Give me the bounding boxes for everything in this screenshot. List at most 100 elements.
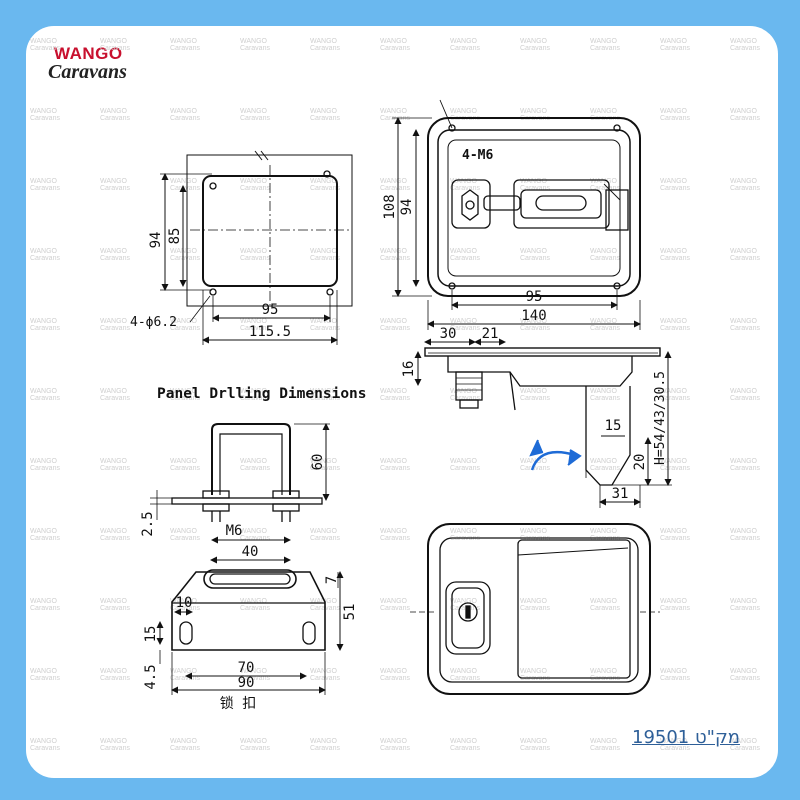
catch-dim-40: 40 (242, 544, 259, 560)
catch-dim-7: 7 (324, 576, 340, 584)
front-dim-140: 140 (521, 308, 546, 324)
side-dim-h: H=54/43/30.5 (653, 371, 668, 465)
panel-dim-94: 94 (148, 232, 164, 249)
front-callout-4-m6: 4-M6 (462, 148, 493, 163)
bracket-drawing (150, 423, 330, 544)
sku-link[interactable]: מק"ט 19501 (632, 727, 740, 748)
side-view-drawing (414, 338, 672, 508)
panel-dim-115-5: 115.5 (249, 324, 291, 340)
bracket-dim-2-5: 2.5 (140, 511, 156, 536)
front-dim-108: 108 (382, 194, 398, 219)
catch-plate-label: 锁 扣 (220, 696, 256, 712)
bracket-dim-60: 60 (310, 454, 326, 471)
side-dim-16: 16 (401, 361, 417, 378)
side-dim-30: 30 (440, 326, 457, 342)
panel-drilling-drawing (160, 150, 353, 345)
product-card (26, 26, 778, 778)
panel-dim-95: 95 (262, 302, 279, 318)
bracket-dim-m6: M6 (226, 523, 243, 539)
catch-dim-10: 10 (176, 595, 193, 611)
front-view-drawing (392, 99, 641, 330)
catch-plate-drawing (156, 556, 344, 695)
isometric-view-drawing (410, 523, 660, 695)
panel-drilling-heading: Panel Drlling Dimensions (157, 386, 367, 402)
brand-logo: WANGO Caravans (48, 44, 127, 83)
catch-dim-90: 90 (238, 675, 255, 691)
panel-dim-85: 85 (167, 228, 183, 245)
side-dim-31: 31 (612, 486, 629, 502)
